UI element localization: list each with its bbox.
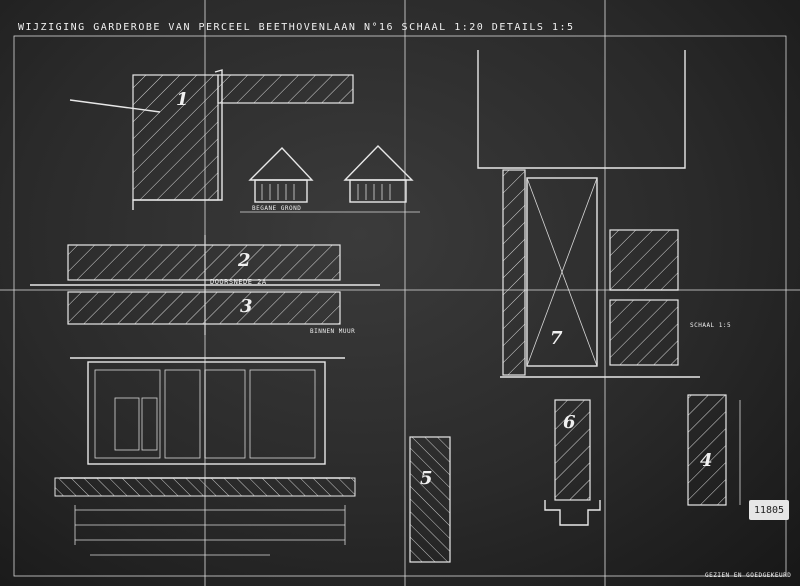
wardrobe-plinth	[54, 477, 356, 497]
detail-6-block	[554, 399, 591, 501]
approval-signature: GEZIEN EN GOEDGEKEURD	[705, 572, 792, 579]
mark-1: 1	[176, 89, 190, 110]
section-2-strip	[67, 244, 341, 281]
plan-right-block-lower	[609, 299, 679, 366]
mark-7: 7	[550, 328, 564, 349]
detail-1-beam	[217, 74, 354, 104]
label-schaal: SCHAAL 1:5	[690, 322, 732, 329]
detail-5-block	[409, 436, 451, 563]
plan-right-block	[609, 229, 679, 291]
house-elevation-left	[248, 146, 314, 203]
plan-left-post	[502, 169, 526, 376]
drawing-title: WIJZIGING GARDEROBE VAN PERCEEL BEETHOVE…	[18, 22, 575, 33]
label-binnen-muur: BINNEN MUUR	[310, 328, 356, 335]
house-elevation-right	[343, 145, 414, 203]
mark-2: 2	[238, 250, 252, 271]
plan-cabinet-7	[526, 177, 598, 367]
dimension-lines	[74, 505, 346, 556]
sheet-number-stamp: 11805	[749, 500, 789, 520]
frame-border	[13, 35, 787, 577]
plan-outer-wall	[477, 50, 686, 169]
detail-1-wall	[132, 74, 219, 201]
plan-cross-b	[526, 177, 598, 367]
section-label: DOORSNEDE 2A	[210, 278, 267, 286]
detail-6-base	[544, 500, 601, 526]
mark-6: 6	[563, 412, 577, 433]
detail-1-arrow	[69, 99, 161, 113]
detail-4-block	[687, 394, 727, 506]
mark-3: 3	[240, 296, 254, 317]
section-3-strip	[67, 291, 341, 325]
mark-4: 4	[700, 450, 714, 471]
mark-5: 5	[420, 468, 434, 489]
detail-1-profile	[132, 69, 223, 210]
wardrobe-elevation	[54, 357, 356, 497]
label-begane-grond: BEGANE GROND	[252, 205, 302, 212]
